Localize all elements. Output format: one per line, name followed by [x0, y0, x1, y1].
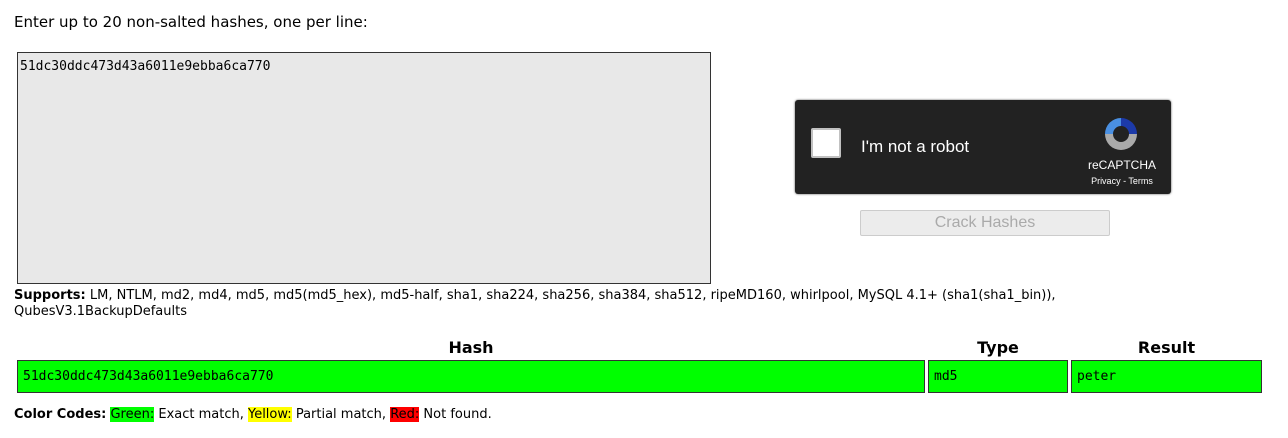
red-code: Red: — [390, 407, 420, 422]
supported-types: Supports: LM, NTLM, md2, md4, md5, md5(m… — [14, 288, 1194, 320]
color-codes: Color Codes: Green: Exact match, Yellow:… — [14, 407, 492, 422]
cell-hash: 51dc30ddc473d43a6011e9ebba6ca770 — [17, 360, 925, 393]
recaptcha-label: I'm not a robot — [861, 137, 970, 156]
recaptcha-logo-icon — [1105, 118, 1137, 150]
separator: - — [1120, 176, 1129, 186]
instructions: Enter up to 20 non-salted hashes, one pe… — [14, 13, 368, 31]
supports-label: Supports: — [14, 288, 86, 303]
red-desc: Not found. — [419, 407, 492, 422]
cell-type: md5 — [928, 360, 1068, 393]
header-hash: Hash — [448, 337, 494, 357]
terms-link[interactable]: Terms — [1128, 176, 1153, 186]
privacy-link[interactable]: Privacy — [1091, 176, 1121, 186]
hash-input[interactable]: 51dc30ddc473d43a6011e9ebba6ca770 — [17, 52, 711, 284]
green-code: Green: — [110, 407, 155, 422]
codes-label: Color Codes: — [14, 407, 107, 422]
header-result: Result — [1137, 337, 1196, 357]
green-desc: Exact match, — [154, 407, 248, 422]
header-type: Type — [977, 337, 1019, 357]
yellow-code: Yellow: — [247, 407, 292, 422]
yellow-desc: Partial match, — [291, 407, 391, 422]
results-table: Hash Type Result 51dc30ddc473d43a6011e9ebb… — [14, 334, 1265, 396]
recaptcha-brand: reCAPTCHA — [1087, 158, 1156, 172]
recaptcha-widget: I'm not a robot reCAPTCHA Privacy - Term… — [795, 100, 1171, 194]
supports-list: LM, NTLM, md2, md4, md5, md5(md5_hex), m… — [14, 288, 1056, 319]
recaptcha-links: Privacy - Terms — [1085, 176, 1159, 186]
crack-hashes-button[interactable]: Crack Hashes — [860, 210, 1110, 236]
cell-result: peter — [1071, 360, 1262, 393]
recaptcha-checkbox[interactable] — [811, 128, 841, 158]
